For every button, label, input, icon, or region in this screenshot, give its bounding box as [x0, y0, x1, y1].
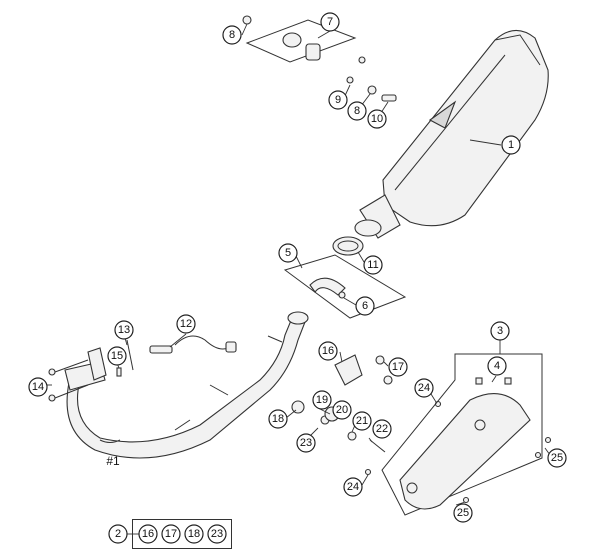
- callout-21: 21: [352, 411, 372, 431]
- lambda-sensor: [149, 335, 237, 354]
- svg-text:13: 13: [118, 324, 130, 336]
- svg-text:25: 25: [551, 452, 563, 464]
- svg-text:11: 11: [367, 259, 378, 271]
- callout-19: 19: [312, 390, 332, 410]
- heat-shield-kit: [364, 353, 552, 516]
- svg-text:8: 8: [229, 29, 235, 41]
- callout-8-top: 8: [222, 25, 242, 45]
- clamp-kit: [283, 254, 407, 319]
- svg-text:2: 2: [115, 528, 121, 540]
- svg-text:24: 24: [418, 382, 430, 394]
- svg-text:7: 7: [327, 16, 333, 28]
- mount-bracket: [334, 354, 393, 386]
- svg-text:23: 23: [211, 528, 223, 540]
- svg-text:4: 4: [494, 360, 500, 372]
- callout-13: 13: [114, 320, 134, 340]
- svg-text:15: 15: [111, 350, 123, 362]
- callout-4: 4: [487, 356, 507, 376]
- svg-text:3: 3: [497, 325, 503, 337]
- svg-text:17: 17: [165, 528, 177, 540]
- header-pipe: [64, 311, 309, 459]
- callout-25-bottom: 25: [453, 503, 473, 523]
- callout-1: 1: [501, 135, 521, 155]
- pipe-label: #1: [106, 454, 120, 468]
- callout-24-lower: 24: [343, 477, 363, 497]
- svg-text:25: 25: [457, 507, 469, 519]
- gasket-ring: [332, 236, 364, 256]
- svg-text:24: 24: [347, 481, 359, 493]
- callout-8-mid: 8: [347, 101, 367, 121]
- callout-12: 12: [176, 314, 196, 334]
- callout-15: 15: [107, 346, 127, 366]
- set-item-17: 17: [161, 524, 181, 544]
- set-item-23: 23: [207, 524, 227, 544]
- muffler: [354, 29, 549, 239]
- callout-17: 17: [388, 357, 408, 377]
- flange-hardware: [48, 339, 134, 402]
- callout-22: 22: [372, 419, 392, 439]
- svg-text:10: 10: [371, 113, 383, 125]
- set-item-18: 18: [184, 524, 204, 544]
- callout-11: 11: [363, 255, 383, 275]
- end-cap-kit: [242, 15, 357, 63]
- svg-text:20: 20: [336, 404, 348, 416]
- svg-text:8: 8: [354, 105, 360, 117]
- callout-3: 3: [490, 321, 510, 341]
- callout-14: 14: [28, 377, 48, 397]
- callout-23: 23: [296, 433, 316, 453]
- callout-25-right: 25: [547, 448, 567, 468]
- svg-text:19: 19: [316, 394, 328, 406]
- callout-2: 2: [108, 524, 128, 544]
- svg-text:18: 18: [272, 413, 284, 425]
- svg-text:22: 22: [376, 423, 388, 435]
- callout-10: 10: [367, 109, 387, 129]
- svg-text:5: 5: [285, 247, 291, 259]
- kit-set-frame: [132, 519, 232, 549]
- svg-text:16: 16: [322, 345, 334, 357]
- callout-9: 9: [328, 90, 348, 110]
- svg-text:9: 9: [335, 94, 341, 106]
- svg-text:23: 23: [300, 437, 312, 449]
- svg-text:6: 6: [362, 300, 368, 312]
- callout-6: 6: [355, 296, 375, 316]
- svg-text:14: 14: [32, 381, 44, 393]
- svg-text:21: 21: [356, 415, 368, 427]
- mounting-hardware: [346, 56, 397, 102]
- svg-text:18: 18: [188, 528, 200, 540]
- callout-7: 7: [320, 12, 340, 32]
- svg-text:12: 12: [180, 318, 192, 330]
- callout-20: 20: [332, 400, 352, 420]
- svg-text:1: 1: [508, 139, 514, 151]
- set-item-16: 16: [138, 524, 158, 544]
- callout-18: 18: [268, 409, 288, 429]
- svg-text:16: 16: [142, 528, 154, 540]
- callout-16: 16: [318, 341, 338, 361]
- svg-text:17: 17: [392, 361, 404, 373]
- callout-24-upper: 24: [414, 378, 434, 398]
- callout-5: 5: [278, 243, 298, 263]
